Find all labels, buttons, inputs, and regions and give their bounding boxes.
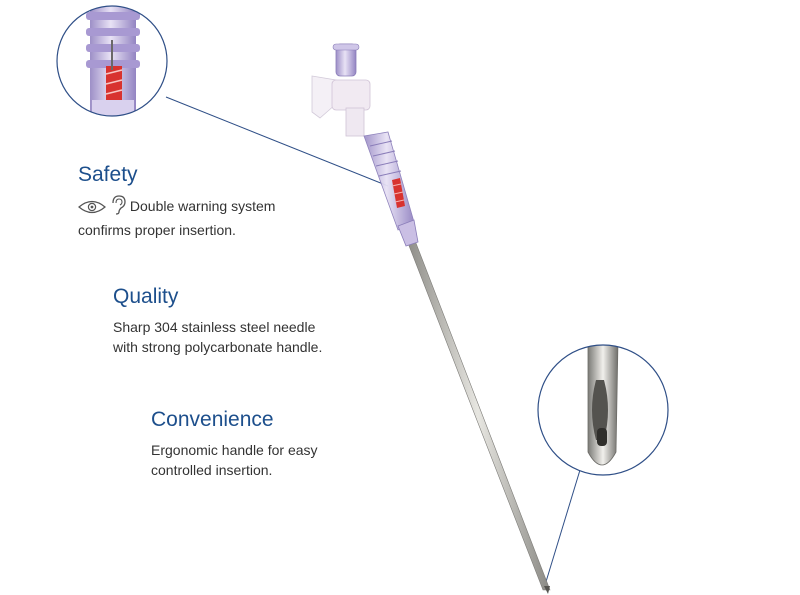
- feature-line: Double warning system: [129, 198, 276, 214]
- feature-title: Safety: [78, 163, 138, 186]
- needle-shaft: [405, 237, 551, 594]
- hub-detail-magnifier: [56, 5, 168, 117]
- feature-line: Sharp 304 stainless steel needle: [113, 319, 316, 335]
- tip-callout-line: [544, 469, 581, 586]
- ear-icon: [112, 195, 126, 215]
- feature-convenience: Convenience Ergonomic handle for easy co…: [151, 408, 318, 480]
- feature-title: Quality: [113, 285, 179, 308]
- eye-icon: [78, 200, 106, 214]
- feature-description: Double warning system confirms proper in…: [78, 195, 275, 240]
- top-callout-line: [165, 96, 389, 187]
- feature-line: confirms proper insertion.: [78, 222, 236, 238]
- feature-safety: Safety Double warning system confirms pr…: [78, 163, 275, 240]
- feature-quality: Quality Sharp 304 stainless steel needle…: [113, 285, 322, 357]
- tip-detail-magnifier: [537, 344, 669, 476]
- feature-line: Ergonomic handle for easy: [151, 442, 318, 458]
- feature-title: Convenience: [151, 408, 274, 431]
- feature-line: with strong polycarbonate handle.: [113, 339, 323, 355]
- needle-hub: [311, 43, 419, 247]
- feature-line: controlled insertion.: [151, 462, 273, 478]
- feature-description: Ergonomic handle for easy controlled ins…: [151, 440, 318, 480]
- feature-description: Sharp 304 stainless steel needle with st…: [113, 317, 322, 357]
- warning-icons: [78, 195, 126, 220]
